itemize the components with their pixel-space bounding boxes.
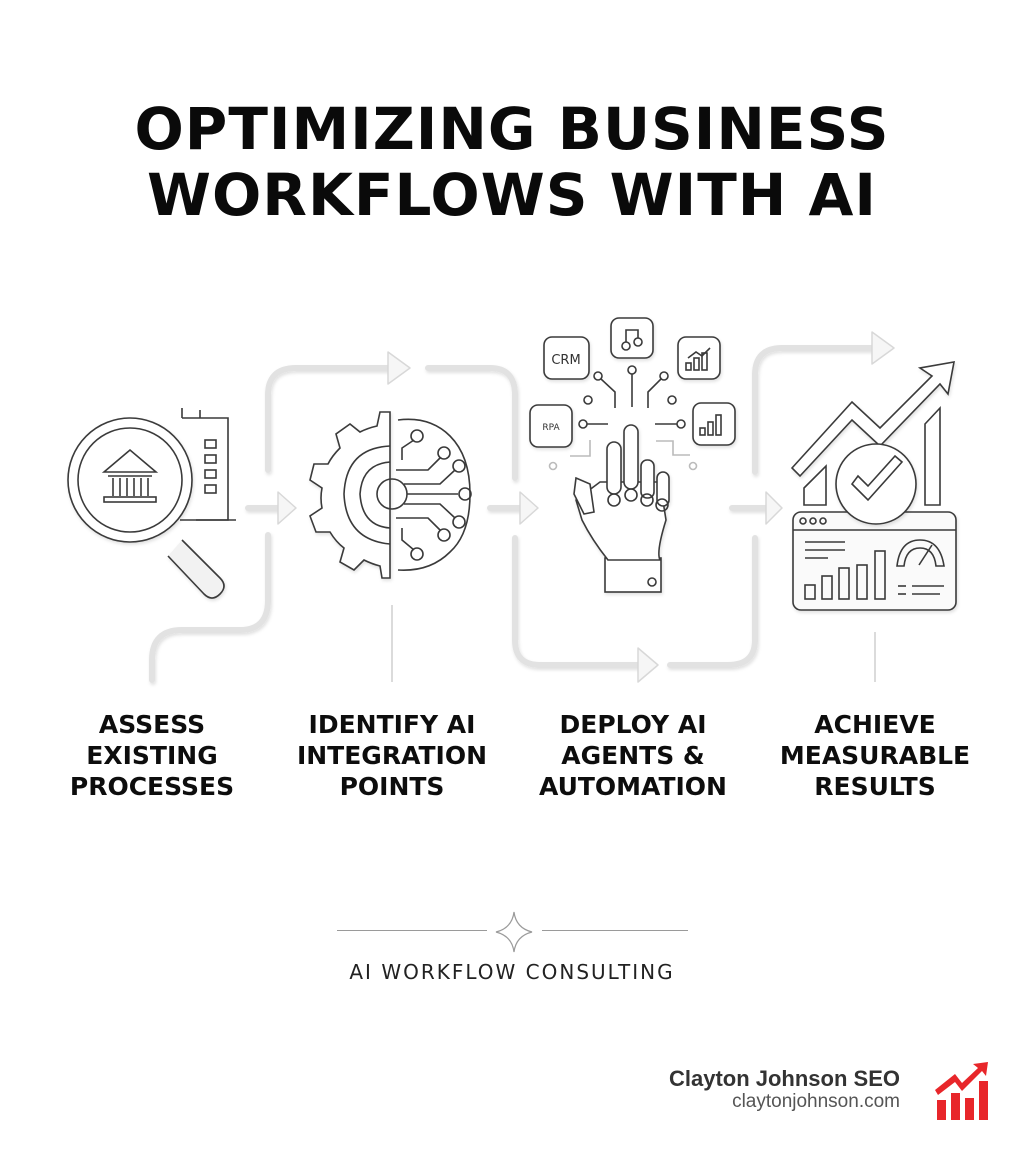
arrow-heads <box>277 331 895 683</box>
brand-url[interactable]: claytonjohnson.com <box>732 1091 900 1112</box>
robot-hand-integrations-icon: CRM RPA <box>529 317 736 593</box>
arrow-right-icon <box>765 491 783 525</box>
divider-left <box>337 930 487 931</box>
step-3-label: DEPLOY AI AGENTS & AUTOMATION <box>538 710 727 801</box>
database-box <box>610 317 654 359</box>
step-1-label: ASSESS EXISTING PROCESSES <box>69 710 235 801</box>
divider-right <box>542 930 688 931</box>
connector-paths <box>149 345 878 683</box>
step-4-label: ACHIEVE MEASURABLE RESULTS <box>779 710 971 801</box>
magnifier-bank-building-icon <box>67 408 236 599</box>
brand-name: Clayton Johnson SEO <box>668 1066 900 1091</box>
brand-logo-icon <box>935 1062 988 1120</box>
subtitle: AI WORKFLOW CONSULTING <box>349 960 675 984</box>
arrow-right-icon <box>277 491 297 525</box>
svg-text:RPA: RPA <box>542 423 560 433</box>
page-title: OPTIMIZING BUSINESS WORKFLOWS WITH AI <box>0 96 1024 228</box>
arrow-right-icon <box>871 331 895 365</box>
title-line-2: WORKFLOWS WITH AI <box>147 161 877 229</box>
gear-circuit-brain-icon <box>309 411 472 579</box>
title-line-1: OPTIMIZING BUSINESS <box>134 95 890 163</box>
arrow-right-icon <box>387 351 411 385</box>
svg-text:CRM: CRM <box>551 353 580 368</box>
dashboard-growth-check-icon <box>790 361 957 611</box>
crm-box <box>543 336 590 380</box>
rpa-box <box>529 404 573 448</box>
step-2-label: IDENTIFY AI INTEGRATION POINTS <box>296 710 488 801</box>
bar-chart-box <box>692 402 736 446</box>
sparkle-icon <box>495 911 533 953</box>
arrow-right-icon <box>519 491 539 525</box>
arrow-right-icon <box>637 647 659 683</box>
